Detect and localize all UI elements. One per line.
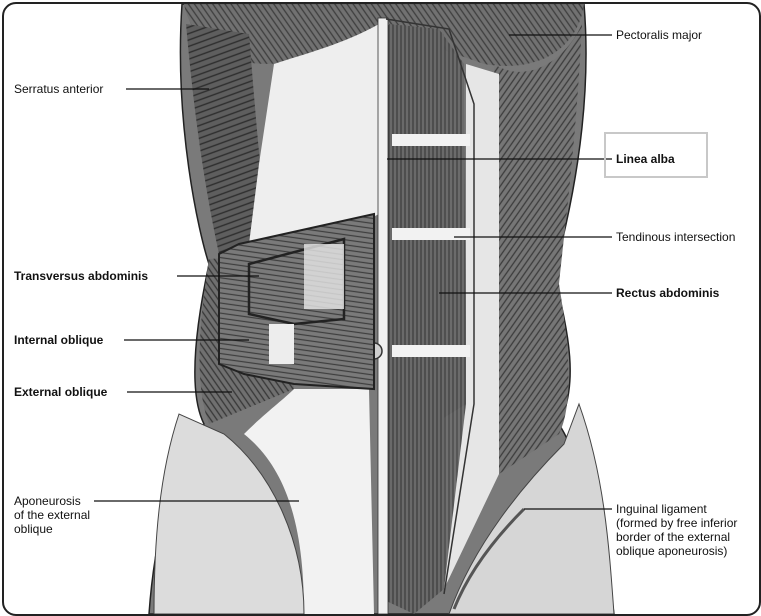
oblique-right [494,24,582,474]
label-inguinal-line3: border of the external [616,530,737,544]
label-aponeurosis: Aponeurosis of the external oblique [14,494,90,536]
label-inguinal-ligament: Inguinal ligament (formed by free inferi… [616,502,737,558]
label-aponeurosis-line2: of the external [14,508,90,522]
label-transversus-abdominis: Transversus abdominis [14,269,148,283]
label-external-oblique: External oblique [14,385,107,399]
label-serratus-anterior: Serratus anterior [14,82,103,96]
label-linea-alba: Linea alba [616,152,675,166]
label-inguinal-line2: (formed by free inferior [616,516,737,530]
label-rectus-abdominis: Rectus abdominis [616,286,719,300]
label-tendinous-intersection: Tendinous intersection [616,230,735,244]
label-aponeurosis-line1: Aponeurosis [14,494,90,508]
label-internal-oblique: Internal oblique [14,333,103,347]
linea-alba-strip [378,18,388,614]
label-pectoralis-major: Pectoralis major [616,28,702,42]
label-inguinal-line1: Inguinal ligament [616,502,737,516]
label-inguinal-line4: oblique aponeurosis) [616,544,737,558]
label-aponeurosis-line3: oblique [14,522,90,536]
